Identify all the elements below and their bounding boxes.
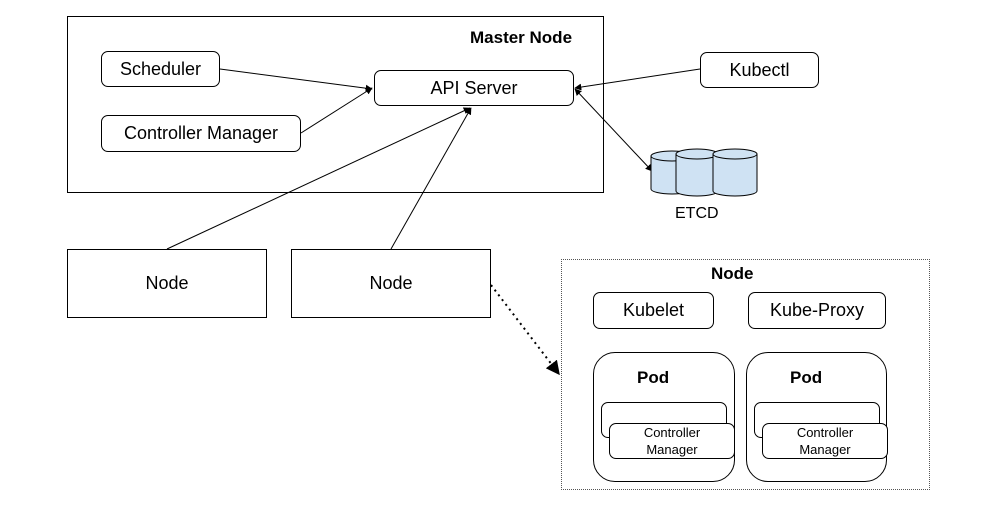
kubelet-label: Kubelet — [622, 300, 685, 320]
master-node-title: Master Node — [470, 28, 573, 47]
kubelet-box: Kubelet — [593, 292, 714, 329]
edge-node2-api — [390, 107, 472, 250]
kube-proxy-box: Kube-Proxy — [748, 292, 886, 329]
edge-api-etcd — [574, 88, 653, 172]
kube-proxy-label: Kube-Proxy — [769, 300, 865, 320]
controller-manager-box: Controller Manager — [101, 115, 301, 152]
controller-manager-label: Controller Manager — [123, 123, 279, 143]
kubectl-box: Kubectl — [700, 52, 819, 88]
worker-node-1-label: Node — [145, 273, 189, 293]
node-detail-title: Node — [711, 264, 754, 283]
pod-2-title: Pod — [790, 368, 823, 387]
pod-2-container-label: Controller Manager — [796, 425, 854, 457]
worker-node-1: Node — [67, 249, 267, 318]
edge-node1-api — [166, 107, 471, 250]
pod-1-container-label: Controller Manager — [643, 425, 701, 457]
etcd-database-icon — [650, 148, 758, 197]
pod-1-container-front: Controller Manager — [609, 423, 735, 459]
worker-node-2-label: Node — [369, 273, 413, 293]
edge-scheduler-api — [219, 68, 373, 92]
api-server-label: API Server — [430, 77, 518, 98]
pod-2-container-front: Controller Manager — [762, 423, 888, 459]
worker-node-2: Node — [291, 249, 491, 318]
edge-node2-detail — [490, 284, 560, 376]
kubectl-label: Kubectl — [729, 59, 790, 80]
api-server-box: API Server — [374, 70, 574, 106]
edge-kubectl-api — [574, 68, 701, 91]
scheduler-box: Scheduler — [101, 51, 220, 87]
pod-1-title: Pod — [637, 368, 670, 387]
scheduler-label: Scheduler — [119, 58, 202, 79]
etcd-label: ETCD — [675, 205, 719, 222]
edge-controller-api — [300, 87, 373, 134]
